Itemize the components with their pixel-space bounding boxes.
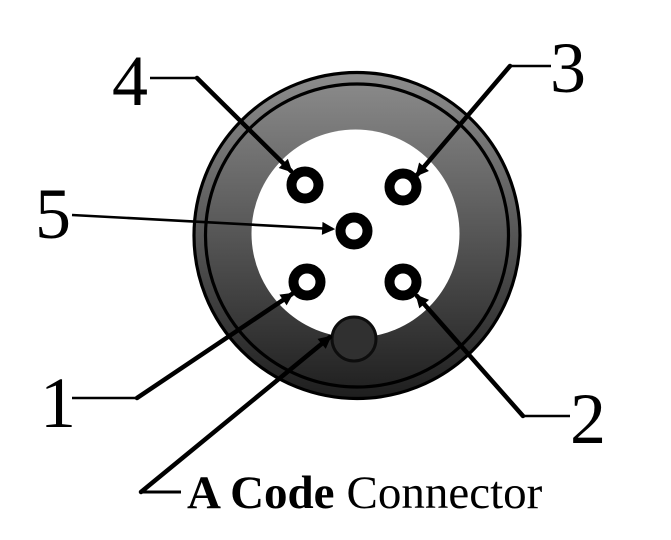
pin-label-3: 3 (550, 28, 586, 108)
leader-line-pin1 (72, 291, 295, 401)
leader-line-pin4 (150, 75, 294, 174)
pin-label-4: 4 (112, 41, 148, 121)
leader-line-notch (138, 334, 333, 495)
leader-arrow-pin5 (71, 213, 336, 235)
leader-line-pin2 (414, 293, 570, 419)
leader-arrow-pin1 (134, 291, 295, 401)
leader-line-pin5 (71, 213, 336, 235)
leader-line-pin3 (414, 63, 551, 178)
pin-label-5: 5 (35, 174, 71, 254)
pin-label-1: 1 (40, 363, 76, 443)
leader-arrow-pin3 (414, 63, 513, 178)
keying-notch (330, 315, 378, 363)
caption-bold-text: A Code (187, 467, 335, 519)
pin-hole-4 (286, 166, 324, 204)
pin-hole-2 (384, 263, 422, 301)
pin-hole-5 (335, 212, 373, 250)
leader-arrow-pin4 (194, 75, 294, 174)
connector-bezel-ring-line (203, 82, 511, 389)
pin-hole-3 (384, 168, 422, 206)
leader-arrow-notch (138, 334, 333, 495)
pin-label-2: 2 (570, 379, 606, 459)
leader-arrow-pin2 (414, 293, 526, 419)
pin-hole-1 (288, 263, 326, 301)
caption-regular-text: Connector (347, 467, 543, 519)
